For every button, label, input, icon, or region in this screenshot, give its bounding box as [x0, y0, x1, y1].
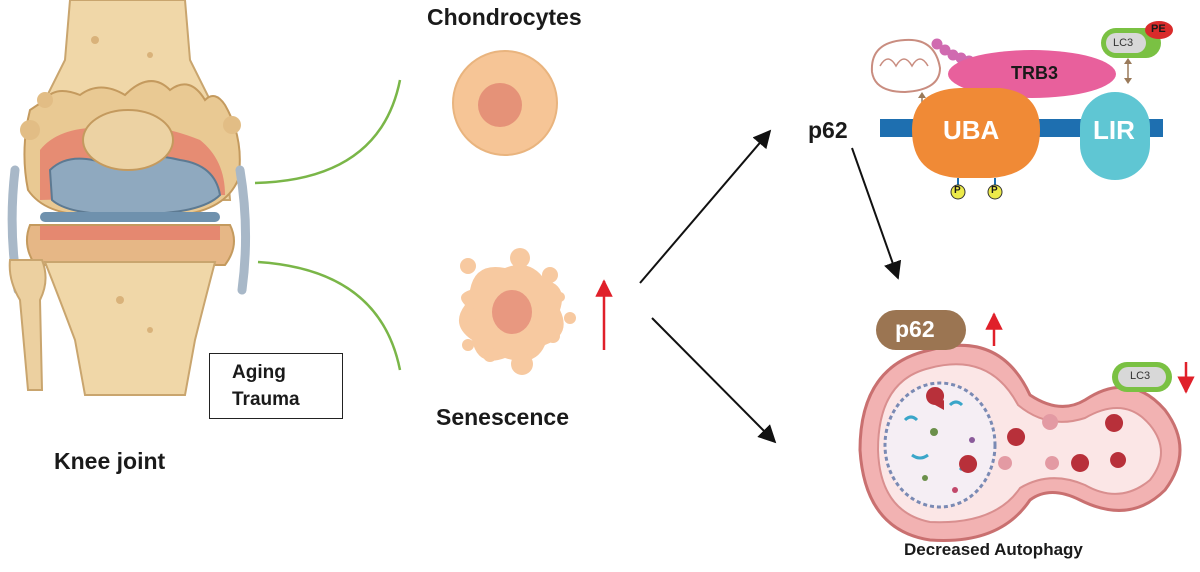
stressor-aging: Aging — [232, 362, 286, 383]
pe-label: PE — [1151, 23, 1166, 35]
uba-label: UBA — [943, 115, 1000, 145]
autophagy-lc3-label: LC3 — [1130, 370, 1151, 382]
p62-structure — [870, 21, 1173, 200]
arrow-to-p62 — [639, 129, 772, 284]
autophagy-p62-label: p62 — [895, 316, 935, 342]
lir-label: LIR — [1093, 115, 1135, 145]
lc3-top-label: LC3 — [1113, 37, 1134, 49]
trb3-label: TRB3 — [1011, 63, 1059, 83]
stressor-box: Aging Trauma — [209, 353, 343, 419]
autolysosome — [858, 310, 1182, 542]
trb3-domain — [948, 50, 1116, 98]
p62-capsule — [876, 310, 966, 350]
knee-joint-label: Knee joint — [54, 448, 166, 474]
phospho-label-2: P — [991, 185, 998, 196]
knee-joint-illustration — [7, 0, 251, 396]
chondrocytes-label: Chondrocytes — [427, 4, 582, 30]
connector-to-chondrocytes — [254, 79, 402, 185]
decreased-autophagy-label: Decreased Autophagy — [904, 540, 1083, 559]
healthy-chondrocyte — [452, 50, 558, 156]
p62-label: p62 — [808, 117, 848, 143]
stressor-trauma: Trauma — [232, 389, 300, 410]
phospho-label-1: P — [954, 185, 961, 196]
arrow-p62-to-autophagy — [851, 147, 902, 280]
senescence-label: Senescence — [436, 404, 569, 430]
mitochondrion-icon — [870, 38, 942, 94]
senescent-chondrocyte — [458, 248, 576, 375]
uba-domain — [912, 88, 1040, 178]
lir-domain — [1080, 92, 1150, 180]
connector-to-senescence — [257, 260, 402, 371]
arrow-to-autophagy — [651, 317, 777, 444]
